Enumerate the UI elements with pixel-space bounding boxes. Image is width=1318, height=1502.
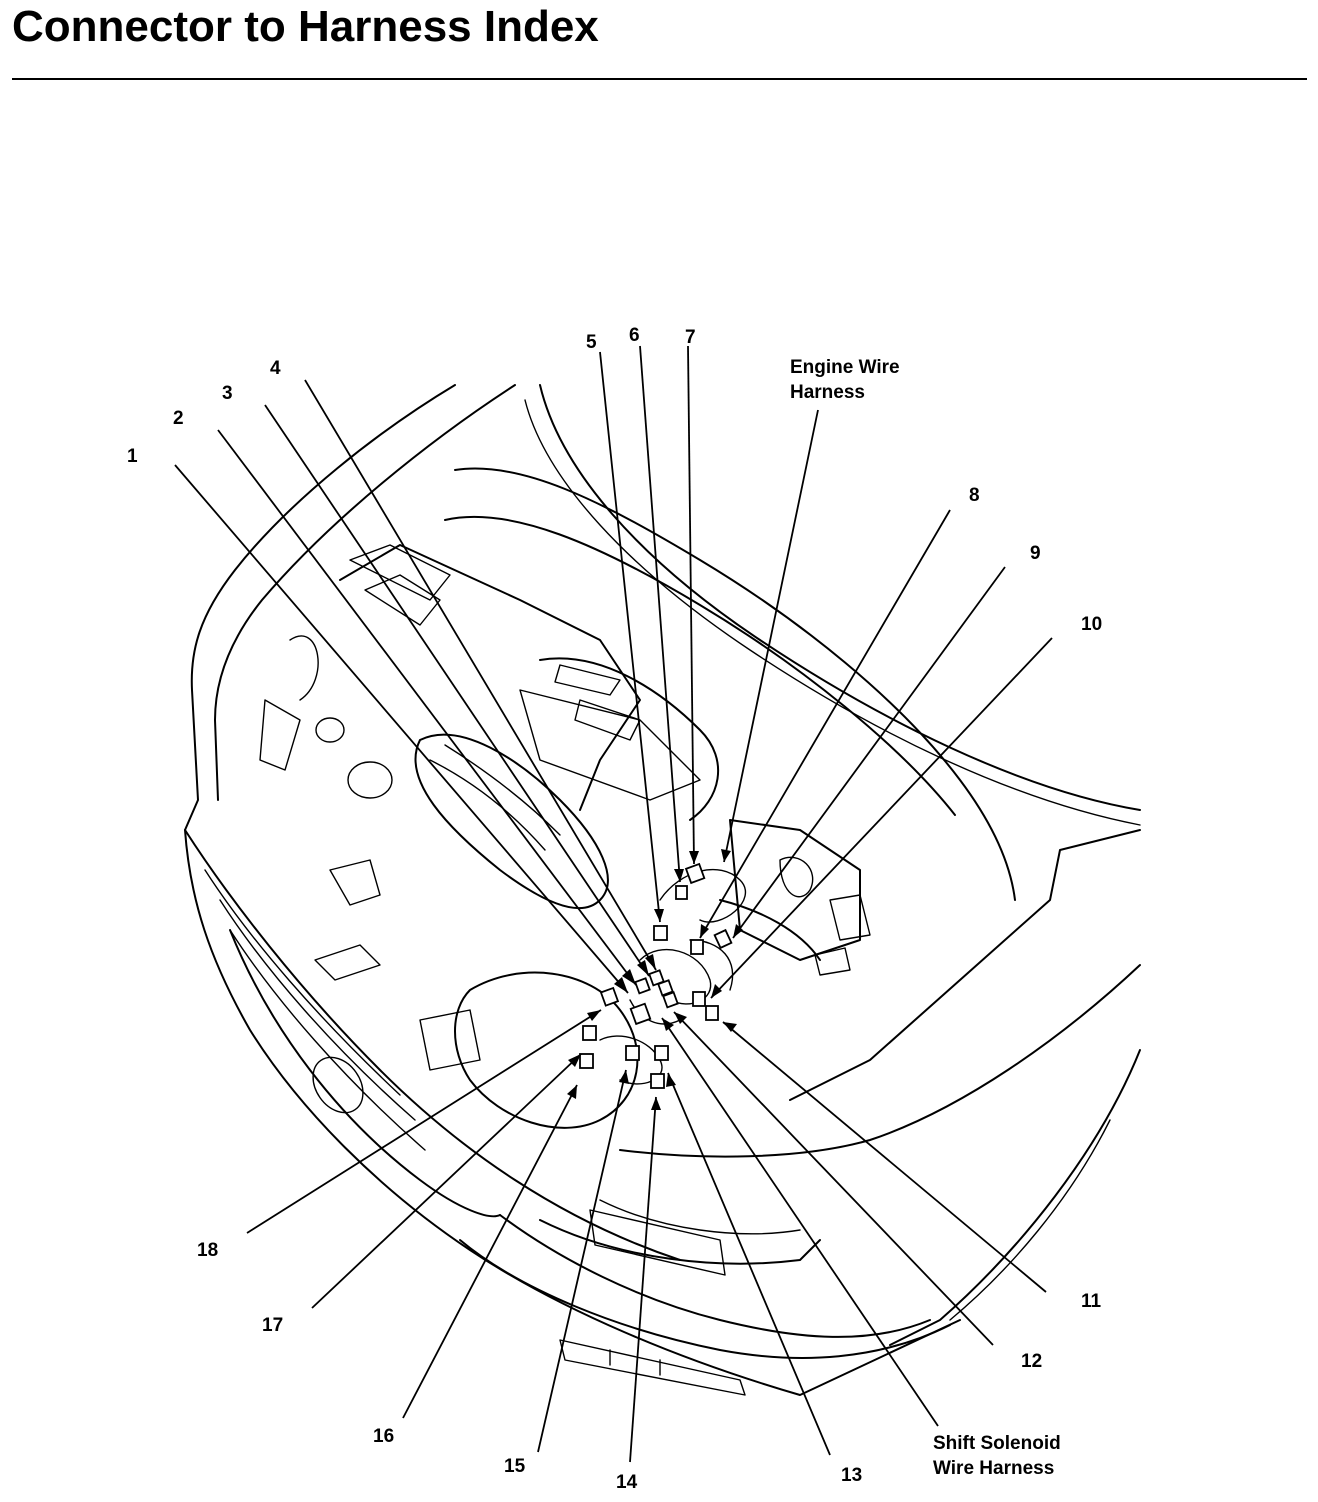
callout-16: 16 xyxy=(373,1426,394,1447)
callout-8: 8 xyxy=(969,485,980,506)
connector-box xyxy=(579,1053,594,1069)
connector-box xyxy=(675,885,688,900)
car-body-illustration xyxy=(184,384,1141,1396)
connector-box xyxy=(629,1002,652,1026)
callout-17: 17 xyxy=(262,1315,283,1336)
arrowheads xyxy=(567,849,743,1110)
leader-lines xyxy=(174,345,1053,1463)
callout-9: 9 xyxy=(1030,543,1041,564)
connector-box xyxy=(650,1073,665,1089)
connector-box xyxy=(705,1005,719,1021)
callout-12: 12 xyxy=(1021,1351,1042,1372)
connectors xyxy=(579,862,733,1089)
callout-labels: 1 2 3 4 5 6 7 8 9 10 11 12 13 14 15 16 1… xyxy=(127,325,1102,1493)
connector-box xyxy=(692,991,706,1007)
callout-18: 18 xyxy=(197,1240,218,1261)
callout-7: 7 xyxy=(685,327,696,348)
connector-box xyxy=(653,925,668,941)
callout-13: 13 xyxy=(841,1465,862,1486)
connector-box xyxy=(690,939,704,955)
connector-box xyxy=(654,1045,669,1061)
harness-labels: Engine Wire Harness Shift Solenoid Wire … xyxy=(790,357,1061,1479)
callout-1: 1 xyxy=(127,446,138,467)
connector-box xyxy=(662,991,679,1009)
callout-3: 3 xyxy=(222,383,233,404)
callout-4: 4 xyxy=(270,358,281,379)
connector-box xyxy=(657,979,674,997)
callout-11: 11 xyxy=(1081,1291,1102,1312)
connector-box xyxy=(625,1045,640,1061)
connector-box xyxy=(684,862,706,885)
engine-wire-harness-label-line2: Harness xyxy=(790,382,865,403)
callout-15: 15 xyxy=(504,1456,526,1477)
shift-solenoid-wire-harness-label-line2: Wire Harness xyxy=(933,1458,1054,1479)
callout-6: 6 xyxy=(629,325,640,346)
page-title: Connector to Harness Index xyxy=(12,2,599,51)
connector-box xyxy=(599,986,620,1007)
callout-2: 2 xyxy=(173,408,184,429)
engine-wire-harness-label-line1: Engine Wire xyxy=(790,357,900,378)
callout-10: 10 xyxy=(1081,614,1102,635)
callout-14: 14 xyxy=(616,1472,638,1493)
callout-5: 5 xyxy=(586,332,597,353)
title-rule xyxy=(12,78,1307,80)
connector-box xyxy=(713,928,733,950)
connector-box xyxy=(634,977,651,995)
shift-solenoid-wire-harness-label-line1: Shift Solenoid xyxy=(933,1433,1061,1454)
connector-box xyxy=(582,1025,597,1041)
